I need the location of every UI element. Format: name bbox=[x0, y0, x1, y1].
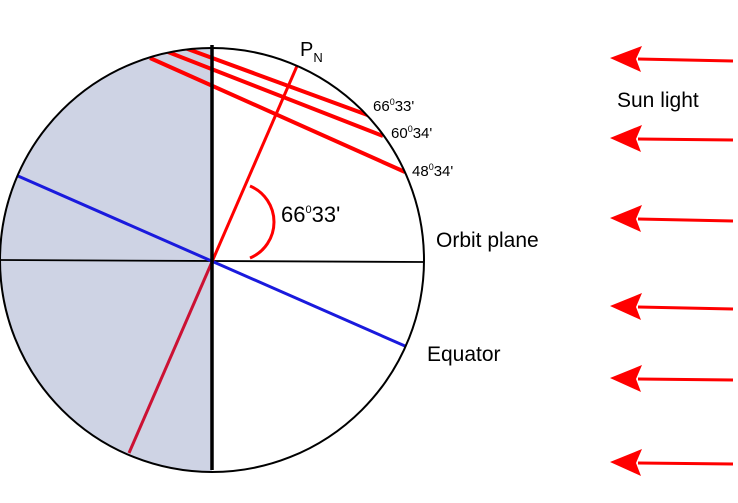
latitude-label-60-34: 60034' bbox=[391, 124, 432, 142]
sun-arrow bbox=[610, 46, 734, 72]
latitude-line-48-34 bbox=[149, 56, 406, 174]
latitude-line-66-33 bbox=[184, 48, 374, 119]
sun-arrow bbox=[610, 293, 734, 320]
latitude-lines bbox=[149, 48, 406, 174]
sun-light-arrows bbox=[610, 46, 734, 476]
latitude-label-66-33: 66033' bbox=[373, 97, 414, 115]
earth-outline bbox=[0, 47, 425, 473]
orbit-plane-label: Orbit plane bbox=[436, 229, 539, 252]
latitude-line-60-34 bbox=[167, 50, 384, 138]
sun-arrow bbox=[610, 205, 734, 232]
north-pole-label: PN bbox=[300, 39, 323, 65]
sun-arrow bbox=[610, 449, 734, 476]
tilt-angle-label: 66033' bbox=[281, 202, 340, 227]
sun-arrow bbox=[610, 125, 734, 152]
sun-arrow bbox=[610, 365, 734, 392]
equator-label: Equator bbox=[427, 343, 501, 366]
latitude-label-48-34: 48034' bbox=[412, 162, 453, 180]
sun-light-label: Sun light bbox=[617, 89, 699, 112]
tilt-angle-arc bbox=[249, 184, 276, 260]
earth-axis-night bbox=[127, 258, 212, 454]
